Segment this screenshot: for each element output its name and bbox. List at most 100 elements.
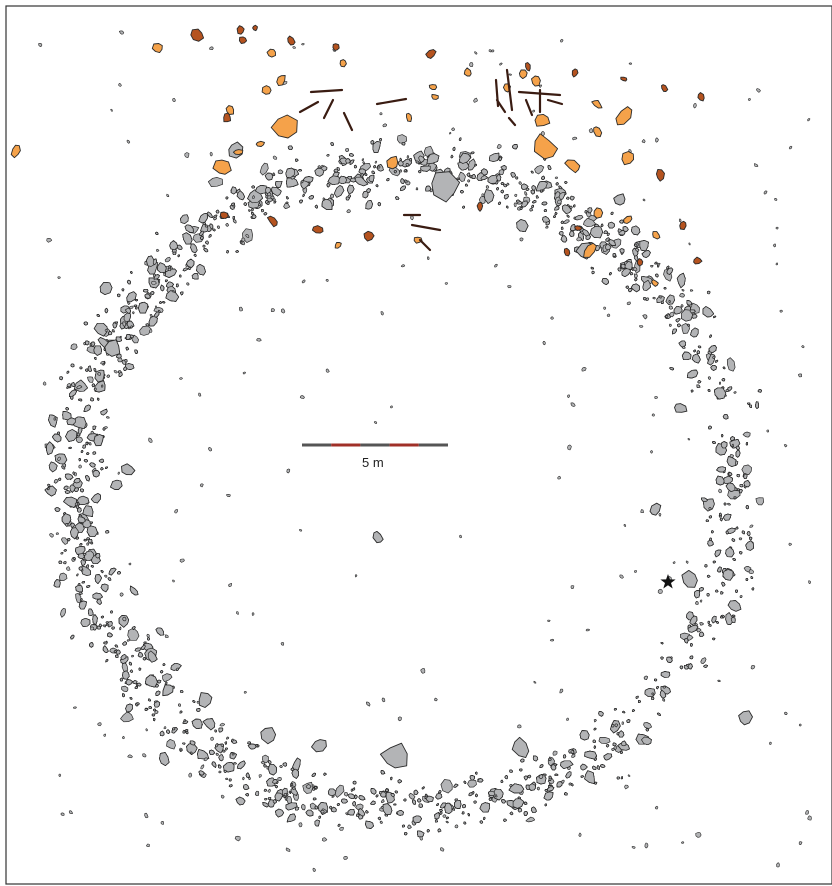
gray-stone	[236, 760, 246, 770]
gray-stone	[497, 201, 502, 205]
gray-stone	[498, 156, 502, 162]
gray-stone	[220, 794, 225, 799]
gray-stone	[450, 154, 454, 159]
gray-stone	[179, 689, 184, 694]
gray-stone	[462, 205, 465, 209]
gray-stone	[712, 441, 716, 445]
gray-stone	[165, 268, 177, 278]
gray-stone	[346, 209, 351, 214]
gray-stone	[108, 331, 113, 336]
gray-stone	[757, 389, 762, 393]
gray-stone	[83, 458, 88, 463]
gray-stone	[298, 822, 303, 828]
gray-stone	[372, 141, 381, 153]
gray-stone	[292, 46, 296, 49]
gray-stone	[385, 788, 389, 793]
gray-stone	[733, 391, 737, 394]
gray-stone	[262, 802, 269, 808]
gray-stone	[256, 338, 262, 342]
gray-stone	[407, 824, 412, 830]
gray-stone	[689, 309, 696, 314]
gray-stone	[314, 167, 325, 177]
gray-stone	[120, 654, 127, 660]
gray-stone	[61, 537, 69, 545]
gray-stone	[102, 645, 109, 653]
gray-stone	[118, 371, 123, 377]
gray-stone	[557, 475, 561, 480]
gray-stone	[345, 158, 351, 164]
gray-stone	[747, 402, 751, 405]
gray-stone	[331, 806, 337, 813]
gray-stone	[660, 671, 671, 678]
gray-stone-layer	[38, 30, 812, 872]
gray-stone	[566, 196, 570, 200]
gray-stone	[272, 172, 276, 176]
gray-stone	[626, 301, 631, 306]
gray-stone	[100, 615, 104, 619]
gray-stone	[267, 788, 271, 793]
gray-stone	[300, 180, 304, 184]
orange-stone	[406, 112, 413, 123]
gray-stone	[515, 176, 519, 180]
gray-stone	[531, 200, 537, 204]
gray-stone	[268, 760, 272, 764]
gray-stone	[506, 182, 510, 186]
gray-stone	[755, 401, 759, 409]
gray-stone	[488, 797, 493, 801]
gray-stone	[193, 254, 197, 257]
gray-stone	[379, 138, 382, 142]
gray-stone	[361, 158, 364, 162]
gray-stone	[212, 228, 216, 232]
gray-stone	[798, 723, 802, 727]
gray-stone	[742, 431, 751, 438]
gray-stone	[403, 169, 407, 173]
gray-stone	[188, 266, 192, 271]
wood-lines-layer	[298, 68, 564, 252]
gray-stone	[464, 183, 469, 187]
gray-stone	[106, 374, 110, 378]
gray-stone	[594, 781, 598, 785]
gray-stone	[46, 441, 54, 455]
gray-stone	[533, 680, 537, 684]
gray-stone	[532, 109, 535, 113]
gray-stone	[320, 809, 325, 814]
gray-stone	[567, 766, 571, 771]
gray-stone	[300, 803, 306, 811]
gray-stone	[126, 279, 131, 285]
orange-stone	[623, 215, 633, 224]
gray-stone	[48, 461, 58, 473]
gray-stone	[417, 798, 422, 803]
gray-stone	[500, 182, 505, 185]
gray-stone	[697, 380, 702, 384]
gray-stone	[720, 615, 724, 619]
gray-stone	[531, 204, 534, 209]
gray-stone	[92, 614, 98, 625]
gray-stone	[272, 799, 277, 804]
large-gray-stone	[613, 193, 626, 206]
gray-stone	[86, 452, 90, 455]
gray-stone	[626, 719, 631, 723]
gray-stone	[698, 587, 704, 592]
gray-stone	[576, 236, 582, 242]
gray-stone	[165, 290, 180, 302]
gray-stone	[76, 505, 80, 509]
gray-stone	[474, 51, 478, 55]
gray-stone	[113, 370, 118, 374]
gray-stone	[538, 774, 544, 779]
gray-stone	[593, 719, 597, 723]
gray-stone	[78, 398, 83, 402]
gray-stone	[200, 764, 205, 770]
gray-stone	[701, 497, 708, 502]
gray-stone	[379, 820, 383, 824]
gray-stone	[321, 837, 328, 842]
gray-stone	[153, 700, 158, 703]
gray-stone	[103, 733, 106, 737]
gray-stone	[665, 314, 669, 318]
gray-stone	[485, 185, 490, 189]
wood-beam-line	[309, 88, 344, 94]
gray-stone	[616, 776, 620, 780]
gray-stone	[347, 175, 352, 180]
gray-stone	[496, 144, 502, 149]
gray-stone	[87, 608, 94, 616]
gray-stone	[314, 819, 320, 827]
